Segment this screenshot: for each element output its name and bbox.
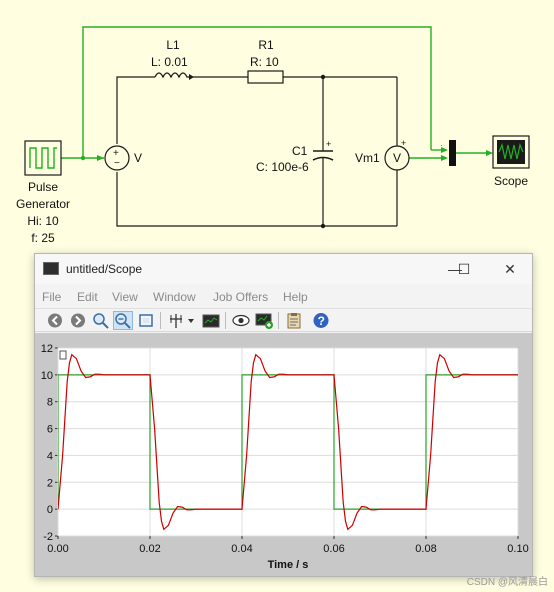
x-axis-label: Time / s [268,559,309,571]
mux-block[interactable] [449,140,456,166]
menu-job-offers[interactable]: Job Offers [213,290,269,304]
y-tick-label: 10 [41,370,53,382]
capacitor-symbol[interactable]: + [312,139,334,161]
signal-arrow-scope [486,150,493,156]
signal-wire-top [82,26,432,158]
menu-window[interactable]: Window [153,290,196,304]
x-tick-label: 0.04 [231,543,252,555]
circuit-wire-top-left [116,76,155,144]
pulse-generator-name-2: Generator [15,197,71,211]
y-tick-label: 4 [47,450,53,462]
scope-block[interactable] [492,135,530,169]
x-tick-label: 0.06 [323,543,344,555]
pulse-generator-hi: Hi: 10 [27,214,59,228]
zoom-fit-icon[interactable] [136,311,156,330]
x-tick-label: 0.00 [47,543,68,555]
maximize-button[interactable]: ☐ [457,261,471,277]
pulse-generator-name-1: Pulse [27,180,59,194]
svg-text:+: + [113,148,119,159]
help-icon[interactable]: ? [311,311,331,330]
plot-background [57,347,519,537]
voltage-source-label: V [134,151,143,165]
signal-arrow-mux-top [441,147,448,153]
y-tick-label: 6 [47,424,53,436]
window-title: untitled/Scope [66,262,143,276]
resistor-symbol[interactable] [247,70,284,84]
resistor-param: R: 10 [250,55,279,69]
clipboard-icon[interactable] [284,311,304,330]
toolbar: ? [35,308,532,332]
voltage-source-symbol[interactable]: + − [104,145,130,171]
minimize-button[interactable]: — [448,261,462,277]
voltmeter-symbol-label: V [393,151,402,165]
cursor-icon[interactable] [166,311,186,330]
chevron-down-icon[interactable] [186,311,196,330]
y-tick-label: 0 [47,504,53,516]
pulse-generator-freq: f: 25 [31,231,55,245]
circuit-wire-bottom [116,172,397,227]
menu-help[interactable]: Help [283,290,308,304]
scope-block-label: Scope [493,174,529,188]
svg-text:.: . [440,138,443,149]
inductor-symbol[interactable] [154,72,194,79]
capacitor-name: C1 [292,144,308,158]
inductor-name: L1 [166,38,180,52]
title-bar[interactable]: untitled/Scope — ☐ ✕ [35,254,532,284]
y-tick-label: 2 [47,477,53,489]
voltmeter-symbol[interactable]: + [384,138,410,171]
signal-junction [80,155,86,161]
display-icon[interactable] [201,311,221,330]
zoom-out-icon[interactable] [113,311,133,330]
menu-edit[interactable]: Edit [77,290,98,304]
svg-text:?: ? [318,314,325,328]
scope-chart[interactable]: -2 0 2 4 6 8 10 12 0.00 0.02 0.04 0.06 0.08 0.10Time … [35,333,532,576]
x-tick-label: 0.02 [139,543,160,555]
watermark: CSDN @风清晨白 [466,577,548,588]
menu-view[interactable]: View [112,290,138,304]
svg-text:+: + [326,139,331,149]
forward-icon[interactable] [68,311,88,330]
eye-icon[interactable] [231,311,251,330]
capacitor-param: C: 100e-6 [256,160,309,174]
y-tick-label: 8 [47,397,53,409]
pulse-generator-block[interactable] [24,140,62,176]
back-icon[interactable] [45,311,65,330]
inductor-param: L: 0.01 [151,55,188,69]
y-tick-label: 12 [41,343,53,355]
junction-bottom [320,223,326,229]
svg-text:+: + [401,138,406,148]
zoom-in-icon[interactable] [91,311,111,330]
x-tick-label: 0.10 [507,543,528,555]
svg-text:−: − [114,158,120,169]
x-tick-label: 0.08 [415,543,436,555]
add-display-icon[interactable] [254,311,274,330]
voltmeter-name: Vm1 [355,151,380,165]
resistor-name: R1 [258,38,274,52]
close-button[interactable]: ✕ [504,261,516,277]
signal-arrow-mux-bottom [441,155,448,161]
cursor-marker-icon [59,350,67,360]
scope-window: untitled/Scope — ☐ ✕ File Edit View Wind… [34,253,533,577]
menu-file[interactable]: File [42,290,62,304]
scope-app-icon [43,262,59,275]
junction-top [320,74,326,80]
menu-bar: File Edit View Window Job Offers Help [35,287,532,307]
signal-arrow-v [97,155,104,161]
series-line-1 [58,353,518,531]
y-tick-label: -2 [43,531,53,543]
